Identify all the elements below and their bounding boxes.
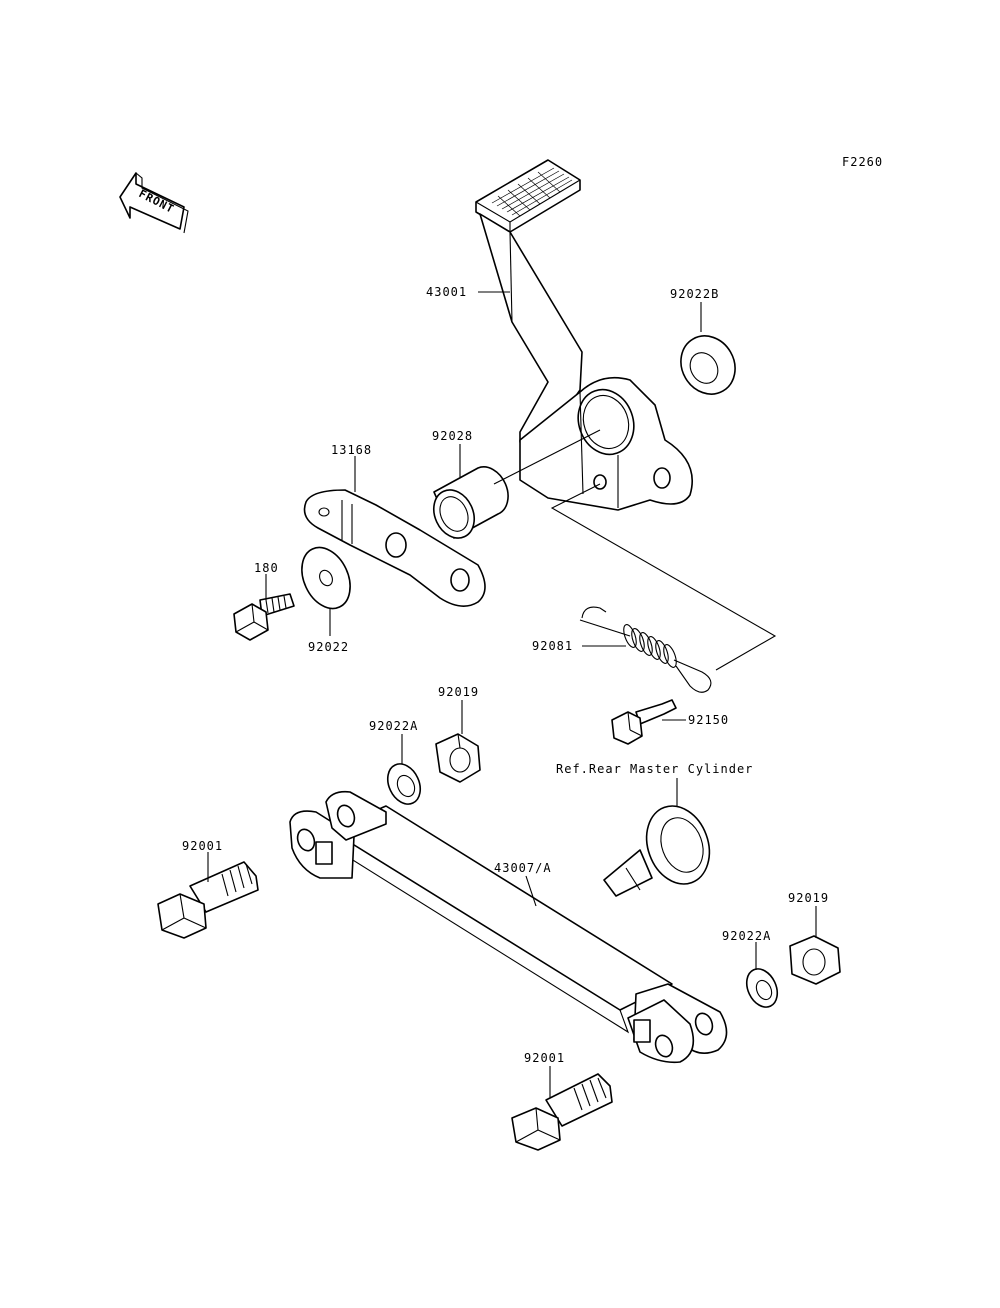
label-pin: 92150 bbox=[688, 713, 729, 727]
pin-92150 bbox=[611, 699, 677, 745]
washer-92022a-right bbox=[745, 968, 779, 1008]
brake-pedal bbox=[475, 159, 694, 511]
label-bolt-bottom: 92001 bbox=[524, 1051, 565, 1065]
label-nut-right: 92019 bbox=[788, 891, 829, 905]
rear-master-cylinder-joint bbox=[603, 805, 711, 897]
label-bolt-180: 180 bbox=[254, 561, 279, 575]
figure-code: F2260 bbox=[842, 155, 883, 169]
label-spring: 92081 bbox=[532, 639, 573, 653]
washer-92022b bbox=[680, 335, 736, 395]
label-washer-92022: 92022 bbox=[308, 640, 349, 654]
nut-92019-top bbox=[435, 733, 481, 783]
washer-92022a-top bbox=[386, 763, 422, 805]
bolt-92001-bottom bbox=[511, 1073, 613, 1151]
spring-92081 bbox=[579, 606, 712, 693]
label-pedal: 43001 bbox=[426, 285, 467, 299]
collar-92028 bbox=[432, 466, 509, 539]
brake-rod-43007a bbox=[289, 790, 728, 1064]
bolt-92001-left bbox=[157, 861, 259, 939]
label-ref-note: Ref.Rear Master Cylinder bbox=[556, 762, 753, 776]
label-nut-top: 92019 bbox=[438, 685, 479, 699]
label-rod: 43007/A bbox=[494, 861, 552, 875]
washer-92022 bbox=[301, 546, 351, 610]
label-washer-a-top: 92022A bbox=[369, 719, 418, 733]
bolt-180 bbox=[233, 593, 295, 641]
label-collar: 92028 bbox=[432, 429, 473, 443]
nut-92019-right bbox=[789, 935, 841, 985]
plate-13168 bbox=[303, 489, 486, 607]
label-washer-b: 92022B bbox=[670, 287, 719, 301]
label-washer-a-right: 92022A bbox=[722, 929, 771, 943]
label-bolt-left: 92001 bbox=[182, 839, 223, 853]
front-arrow-icon: FRONT bbox=[119, 172, 189, 234]
label-plate: 13168 bbox=[331, 443, 372, 457]
